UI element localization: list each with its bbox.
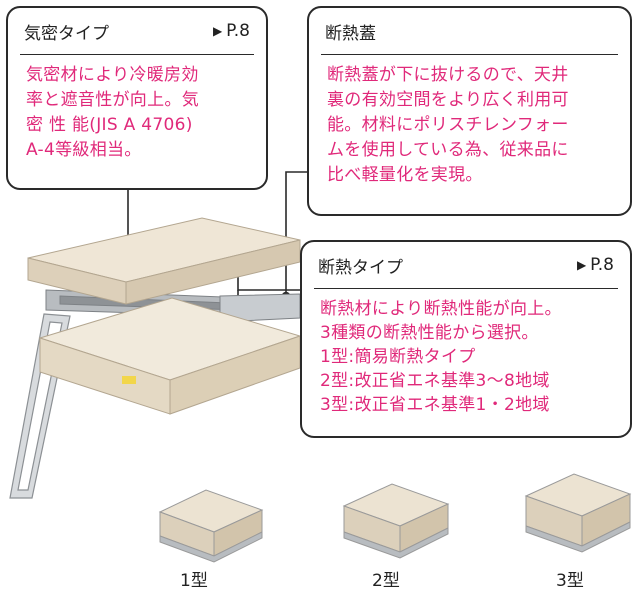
insulation-lid-title: 断熱蓋	[325, 23, 376, 44]
type1-label: 1型	[180, 571, 208, 591]
type2-box	[342, 483, 450, 559]
triangle-right-icon: ▶	[576, 258, 587, 272]
insulation-lid-divider	[321, 54, 618, 55]
type2-label: 2型	[372, 571, 400, 591]
type3-box	[524, 473, 632, 553]
airtight-divider	[20, 54, 254, 55]
insulation-lid-description: 断熱蓋が下に抜けるので、天井 裏の有効空間をより広く利用可 能。材料にポリスチレ…	[327, 65, 569, 185]
insulated-panel	[38, 297, 302, 415]
airtight-page-ref: ▶ P.8	[213, 21, 250, 41]
insulated-type-title: 断熱タイプ	[318, 257, 403, 278]
insulated-page-ref: ▶ P.8	[577, 255, 614, 275]
insulation-lid-callout: 断熱蓋 断熱蓋が下に抜けるので、天井 裏の有効空間をより広く利用可 能。材料にポ…	[307, 6, 632, 216]
airtight-page-ref-label: P.8	[226, 21, 250, 41]
insulated-type-description: 断熱材により断熱性能が向上。 3種類の断熱性能から選択。 1型:簡易断熱タイプ …	[320, 299, 562, 415]
airtight-type-callout: 気密タイプ ▶ P.8 気密材により冷暖房効 率と遮音性が向上。気 密 性 能(…	[6, 6, 268, 190]
type3-label: 3型	[556, 571, 584, 591]
triangle-right-icon: ▶	[212, 24, 223, 38]
airtight-type-description: 気密材により冷暖房効 率と遮音性が向上。気 密 性 能(JIS A 4706) …	[26, 65, 199, 160]
airtight-type-header: 気密タイプ ▶ P.8	[8, 8, 266, 54]
insulated-type-header: 断熱タイプ ▶ P.8	[302, 242, 630, 288]
insulated-type-callout: 断熱タイプ ▶ P.8 断熱材により断熱性能が向上。 3種類の断熱性能から選択。…	[300, 240, 632, 438]
insulated-divider	[314, 288, 618, 289]
insulation-lid-header: 断熱蓋	[309, 8, 630, 54]
airtight-type-title: 気密タイプ	[24, 23, 109, 44]
insulated-page-ref-label: P.8	[590, 255, 614, 275]
type1-box	[158, 489, 264, 563]
insulation-lid	[27, 217, 301, 305]
